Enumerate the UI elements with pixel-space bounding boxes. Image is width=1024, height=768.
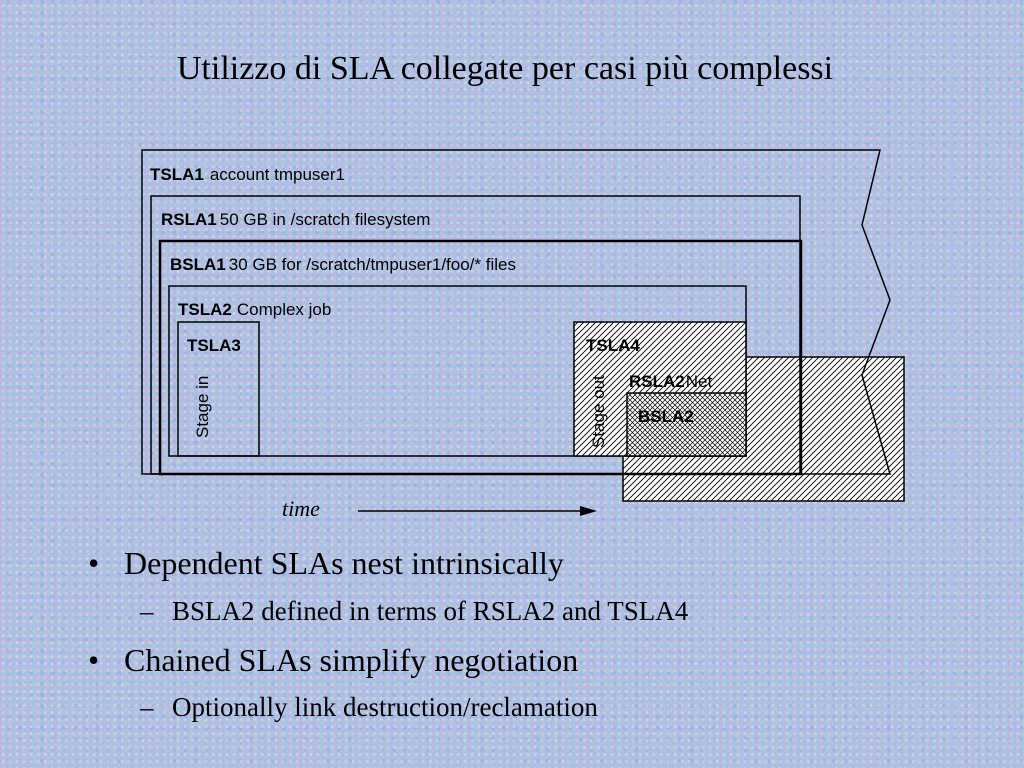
sub-bullet-1: –BSLA2 defined in terms of RSLA2 and TSL… bbox=[140, 596, 688, 627]
bullet-marker: • bbox=[88, 642, 100, 678]
tsla3-label: TSLA3 bbox=[187, 336, 241, 355]
tsla4-label: TSLA4 bbox=[586, 336, 640, 355]
tsla3-box bbox=[177, 321, 260, 457]
bsla2-label: BSLA2 bbox=[638, 407, 694, 426]
bullet-1: • Dependent SLAs nest intrinsically bbox=[88, 545, 564, 582]
sub-bullet-1-text: BSLA2 defined in terms of RSLA2 and TSLA… bbox=[172, 596, 689, 626]
bsla1-box bbox=[158, 239, 803, 476]
sub-bullet-2-text: Optionally link destruction/reclamation bbox=[172, 692, 598, 722]
sub-bullet-2: –Optionally link destruction/reclamation bbox=[140, 692, 598, 723]
time-arrowhead bbox=[580, 506, 597, 516]
bullet-marker: • bbox=[88, 545, 100, 581]
bullet-2-text: Chained SLAs simplify negotiation bbox=[124, 642, 579, 678]
time-label: time bbox=[282, 496, 320, 521]
rsla2-label: RSLA2Net bbox=[629, 372, 712, 391]
dash-marker: – bbox=[140, 596, 154, 626]
bullet-1-text: Dependent SLAs nest intrinsically bbox=[124, 545, 564, 581]
slide-title: Utilizzo di SLA collegate per casi più c… bbox=[176, 50, 834, 87]
bullet-2: • Chained SLAs simplify negotiation bbox=[88, 642, 578, 679]
dash-marker: – bbox=[140, 692, 154, 722]
stage-out-label: Stage out bbox=[589, 375, 608, 448]
stage-in-label: Stage in bbox=[193, 376, 212, 438]
bsla2-box bbox=[626, 392, 747, 457]
